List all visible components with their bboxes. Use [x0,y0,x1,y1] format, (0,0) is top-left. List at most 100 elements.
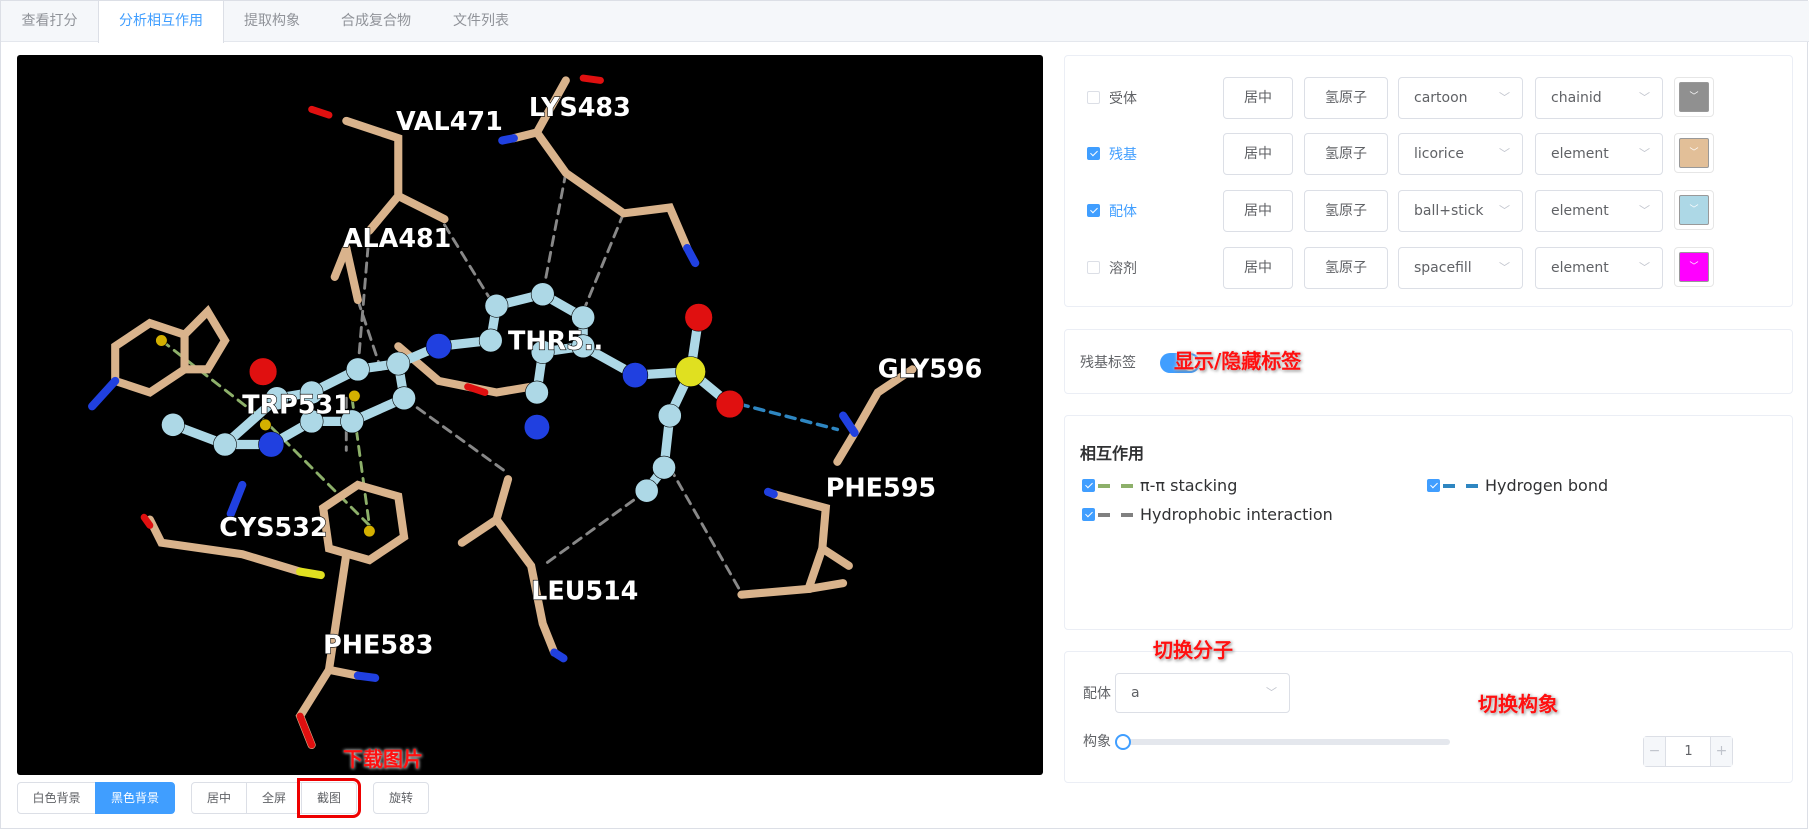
white-background-button[interactable]: 白色背景 [17,782,96,814]
residue-label-toggle-label: 残基标签 [1080,355,1136,371]
ligand-color-scheme-value: element [1551,203,1609,219]
chevron-down-icon: ﹀ [1679,138,1709,168]
residue-representation-select[interactable]: licorice﹀ [1398,133,1523,175]
ligand-select[interactable]: a﹀ [1115,673,1290,713]
molecule-viewer[interactable]: VAL471 LYS483 ALA481 THR5.. TRP531 GLY59… [17,55,1043,775]
molecule-canvas[interactable]: VAL471 LYS483 ALA481 THR5.. TRP531 GLY59… [17,55,1043,775]
pi-stacking-legend[interactable]: π-π stacking [1082,476,1382,496]
interactions-card: 相互作用 π-π stacking Hydrogen bond Hydropho… [1064,415,1793,630]
solvent-color-picker[interactable]: ﹀ [1674,247,1714,287]
solvent-center-button[interactable]: 居中 [1223,247,1293,289]
residue-label-lys483: LYS483 [529,92,631,122]
residue-center-button[interactable]: 居中 [1223,133,1293,175]
pi-stacking-checkbox[interactable] [1082,479,1095,492]
ligand-select-label: 配体 [1083,686,1111,702]
residue-label-leu514: LEU514 [531,575,638,605]
residue-label-phe595: PHE595 [826,472,936,502]
ligand-select-value: a [1131,685,1140,701]
nitrogen-sticks [88,134,859,682]
residue-hydrogen-button[interactable]: 氢原子 [1304,133,1388,175]
solvent-checkbox[interactable] [1087,261,1100,274]
annotation-download-image: 下载图片 [343,747,423,771]
dash-icon [1121,513,1133,517]
hydrogen-bond-label: Hydrogen bond [1485,476,1609,495]
conformation-slider[interactable] [1115,734,1450,750]
hydrogen-bond-checkbox[interactable] [1427,479,1440,492]
interactions-title: 相互作用 [1080,444,1145,463]
residue-color-picker[interactable]: ﹀ [1674,133,1714,173]
oxygen-sticks [140,74,604,749]
solvent-representation-select[interactable]: spacefill﹀ [1398,247,1523,289]
residue-label-thr: THR5.. [508,326,603,356]
increment-button[interactable]: + [1710,737,1732,766]
solvent-color-scheme-value: element [1551,260,1609,276]
ligand-center-button[interactable]: 居中 [1223,190,1293,232]
ligand-representation-select[interactable]: ball+stick﹀ [1398,190,1523,232]
tab-analyze-interactions[interactable]: 分析相互作用 [98,1,224,43]
ligand-color-scheme-select[interactable]: element ﹀ [1535,190,1663,232]
receptor-checkbox[interactable] [1087,91,1100,104]
ligand-label: 配体 [1109,204,1137,220]
ligand-conformation-card: 配体 a﹀ 构象 − 1 + [1064,651,1793,783]
chevron-down-icon: ﹀ [1639,261,1650,274]
receptor-color-scheme-value: chainid [1551,90,1602,106]
receptor-color-scheme-select[interactable]: chainid﹀ [1535,77,1663,119]
ligand-hydrogen-button[interactable]: 氢原子 [1304,190,1388,232]
receptor-center-button[interactable]: 居中 [1223,77,1293,119]
conformation-value[interactable]: 1 [1684,744,1693,759]
receptor-representation-select[interactable]: cartoon ﹀ [1398,77,1523,119]
chevron-down-icon: ﹀ [1639,204,1650,217]
tab-file-list[interactable]: 文件列表 [453,13,509,29]
conformation-stepper[interactable]: − 1 + [1643,736,1733,767]
decrement-button[interactable]: − [1644,737,1666,766]
tab-synthesize-complex[interactable]: 合成复合物 [341,13,411,29]
rotate-button[interactable]: 旋转 [373,782,429,814]
screenshot-button[interactable]: 截图 [297,778,361,818]
residue-label-phe583: PHE583 [323,630,433,660]
receptor-label: 受体 [1109,91,1137,107]
component-row-solvent: 溶剂 居中 氢原子 spacefill﹀ element ﹀ ﹀ [1065,247,1792,289]
residue-label-card: 残基标签 [1064,329,1793,394]
solvent-color-scheme-select[interactable]: element ﹀ [1535,247,1663,289]
hydrophobic-checkbox[interactable] [1082,508,1095,521]
receptor-representation-value: cartoon [1414,90,1468,106]
slider-handle[interactable] [1115,734,1131,750]
residue-label-gly596: GLY596 [878,353,983,383]
annotation-switch-molecule: 切换分子 [1153,638,1233,662]
residue-sticks [111,76,917,749]
hydrogen-bond-legend[interactable]: Hydrogen bond [1427,476,1727,496]
receptor-hydrogen-button[interactable]: 氢原子 [1304,77,1388,119]
ligand-color-picker[interactable]: ﹀ [1674,190,1714,230]
ligand-atoms [155,282,745,538]
chevron-down-icon: ﹀ [1639,147,1650,160]
tab-extract-conformation[interactable]: 提取构象 [244,13,300,29]
residue-checkbox[interactable] [1087,147,1100,160]
tab-view-scores[interactable]: 查看打分 [21,13,78,29]
ligand-checkbox[interactable] [1087,204,1100,217]
dash-icon [1121,484,1133,488]
hydrophobic-legend[interactable]: Hydrophobic interaction [1082,505,1422,525]
residue-color-scheme-select[interactable]: element ﹀ [1535,133,1663,175]
chevron-down-icon: ﹀ [1679,82,1709,112]
hydrogen-bond [737,402,840,432]
residue-label-trp531: TRP531 [242,389,351,419]
solvent-label: 溶剂 [1109,261,1137,277]
pi-stacking-label: π-π stacking [1140,476,1238,495]
receptor-color-picker[interactable]: ﹀ [1674,77,1714,117]
residue-label-cys532: CYS532 [219,512,327,542]
hydrophobic-interactions [344,171,741,591]
center-view-button[interactable]: 居中 [191,782,247,814]
component-row-ligand: 配体 居中 氢原子 ball+stick﹀ element ﹀ ﹀ [1065,190,1792,232]
chevron-down-icon: ﹀ [1266,686,1277,699]
annotation-switch-conformation: 切换构象 [1478,692,1558,716]
chevron-down-icon: ﹀ [1499,261,1510,274]
dash-icon [1466,484,1478,488]
residue-color-scheme-value: element [1551,146,1609,162]
residue-label-toggle[interactable] [1160,353,1200,373]
solvent-hydrogen-button[interactable]: 氢原子 [1304,247,1388,289]
fullscreen-button[interactable]: 全屏 [246,782,302,814]
black-background-button[interactable]: 黑色背景 [95,782,175,814]
chevron-down-icon: ﹀ [1499,91,1510,104]
dash-icon [1098,484,1110,488]
chevron-down-icon: ﹀ [1679,252,1709,282]
